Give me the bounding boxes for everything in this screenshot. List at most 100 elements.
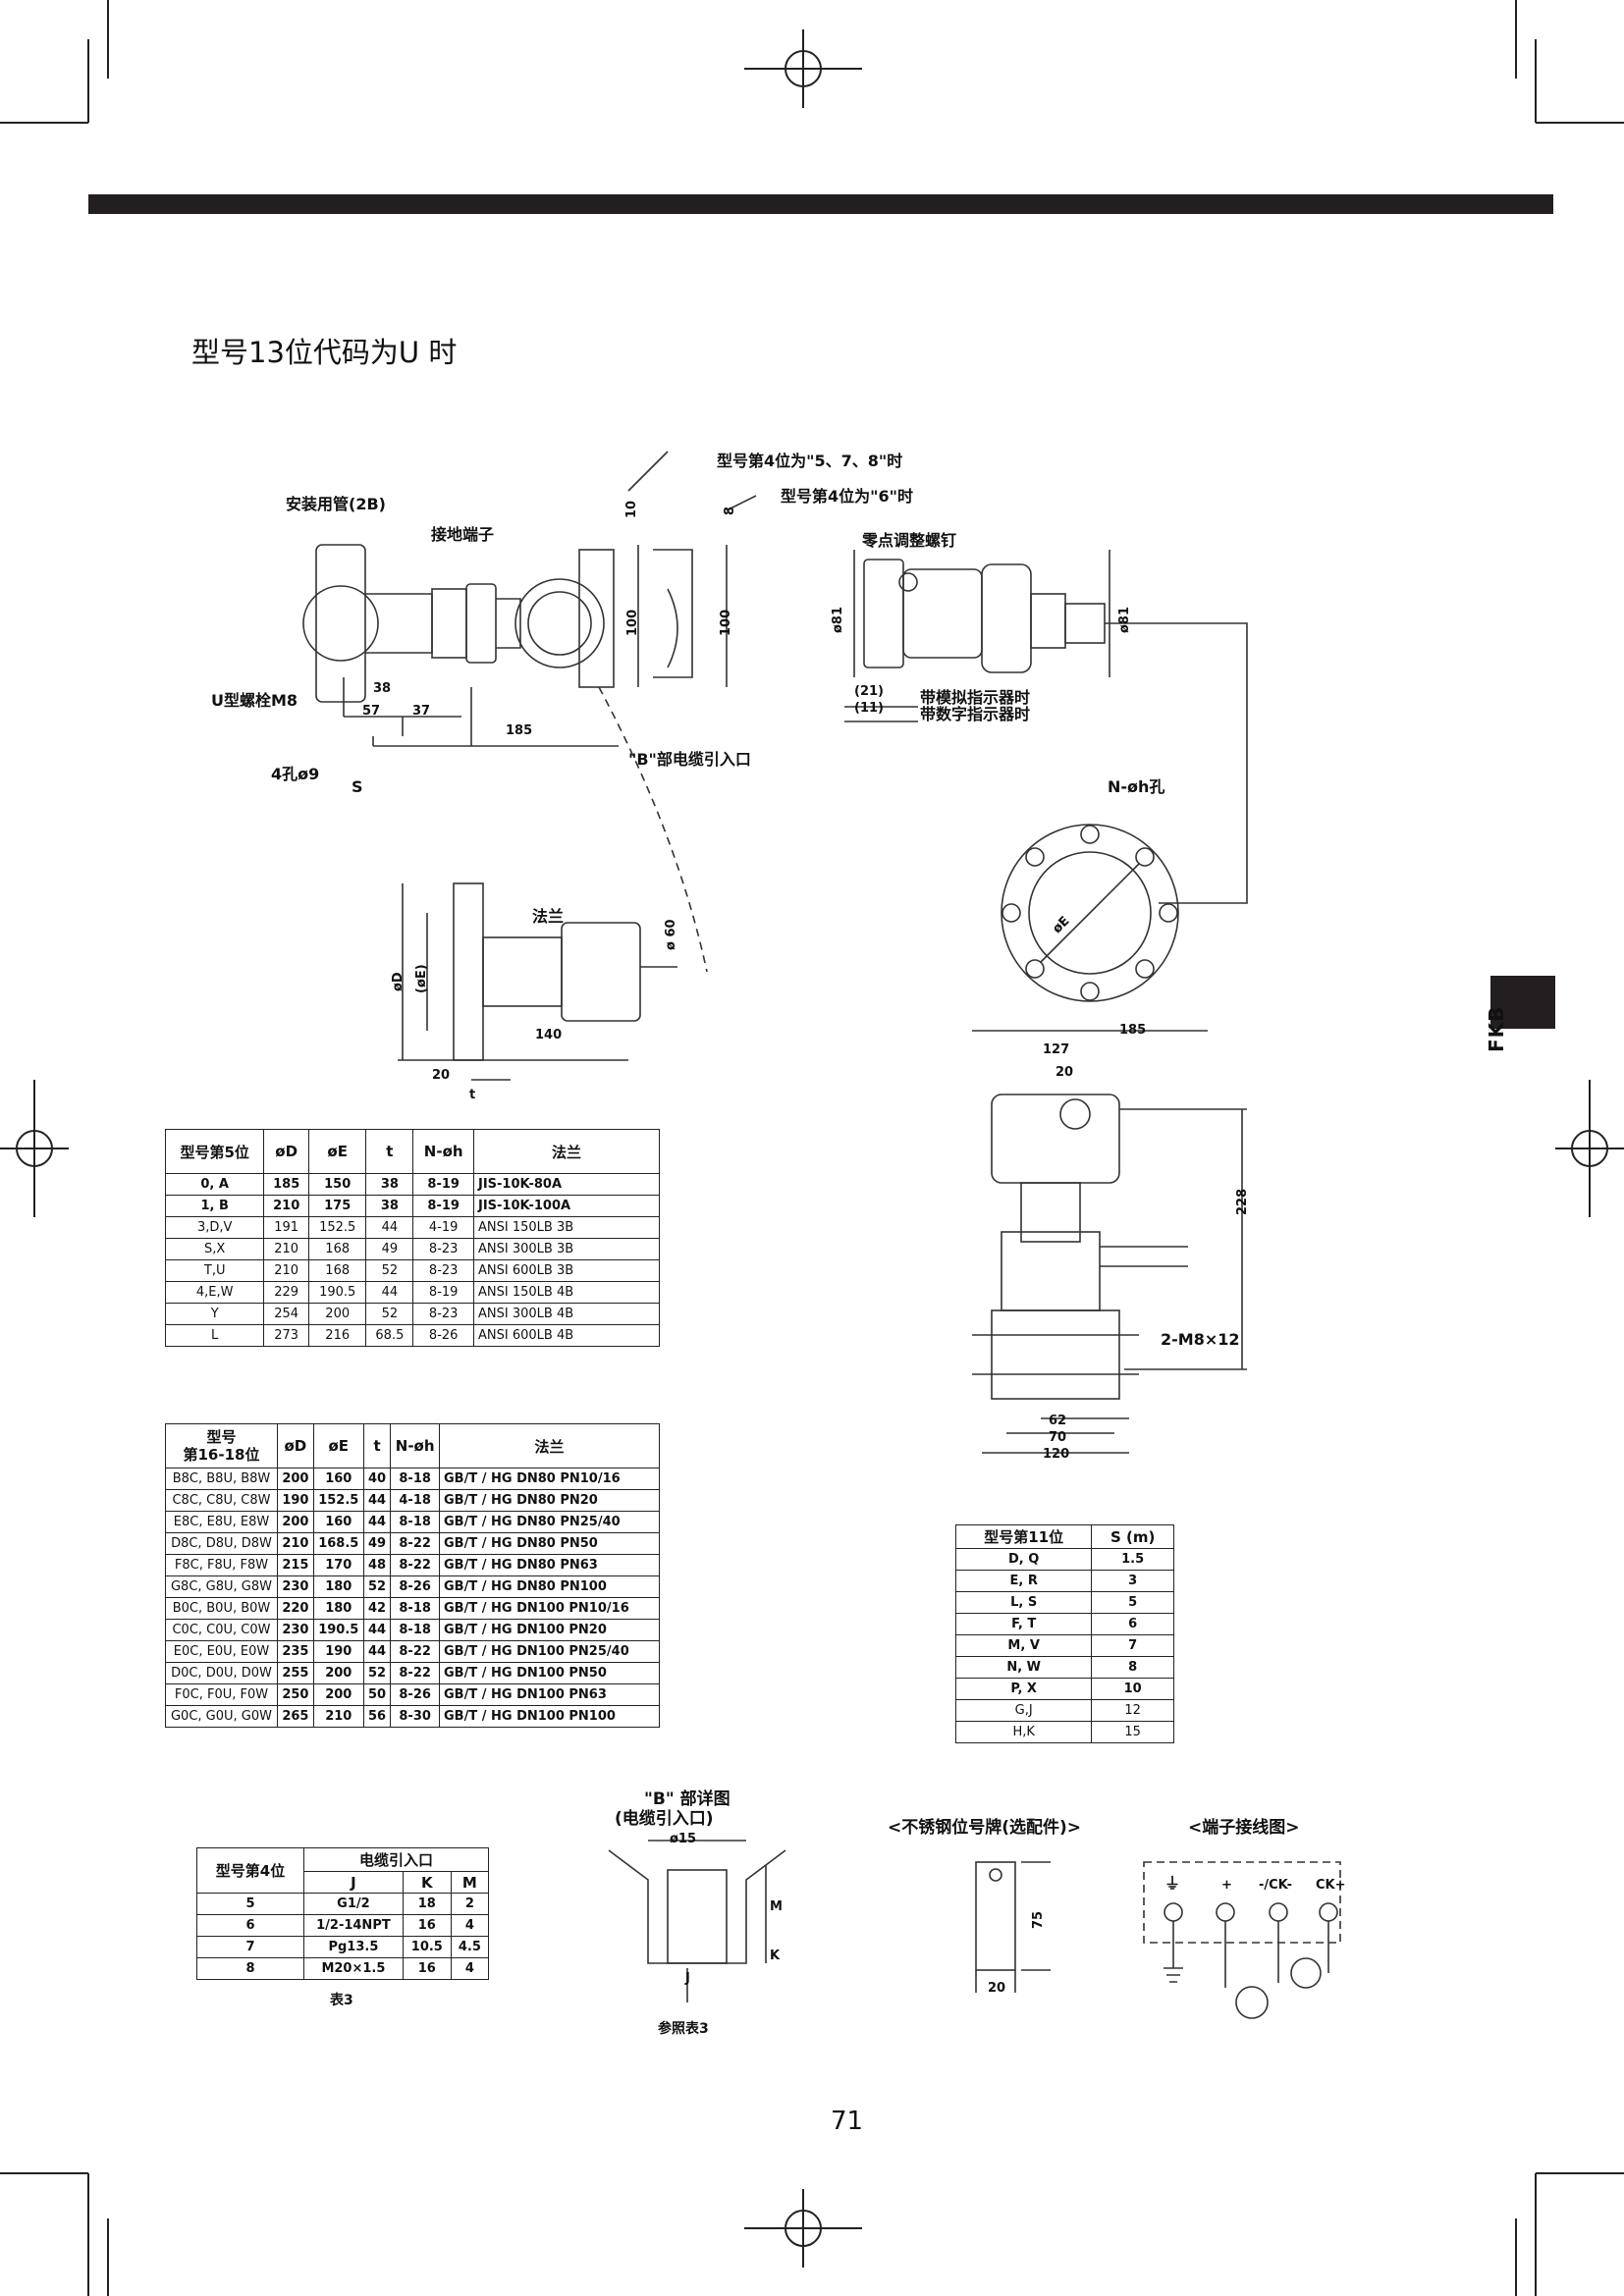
table-cell: 160 <box>312 1468 364 1490</box>
table-cell: 8 <box>1091 1656 1174 1679</box>
table-cell: 4-18 <box>390 1489 440 1512</box>
table-cell: 44 <box>362 1619 392 1641</box>
table-cell: GB/T / HG DN100 PN25/40 <box>439 1640 660 1663</box>
table-cell: 0, A <box>164 1173 265 1196</box>
table-cell: P, X <box>954 1678 1093 1700</box>
dim-phi81a: ø81 <box>831 606 845 633</box>
table-cell: 3,D,V <box>164 1216 265 1239</box>
table-cell: 8-18 <box>390 1597 440 1620</box>
col-header: øE <box>312 1423 364 1468</box>
table-cell: 216 <box>308 1324 367 1347</box>
table-cell: 8-18 <box>390 1511 440 1533</box>
table-cell: E0C, E0U, E0W <box>165 1640 278 1663</box>
col-header: t <box>362 1423 392 1468</box>
table-cell: GB/T / HG DN100 PN63 <box>439 1683 660 1706</box>
dim-bM: M <box>770 1899 783 1914</box>
table-cell: 273 <box>263 1324 310 1347</box>
table-cell: T,U <box>164 1259 265 1282</box>
dim-phi60: ø 60 <box>664 919 678 950</box>
col-header: t <box>365 1129 414 1174</box>
table-cell: 6 <box>196 1914 304 1937</box>
table-cell: 38 <box>365 1173 414 1196</box>
m8x12-label: 2-M8×12 <box>1161 1330 1240 1349</box>
table-cell: 210 <box>263 1195 310 1217</box>
table-cell: JIS-10K-80A <box>473 1173 660 1196</box>
col-header: 型号第5位 <box>164 1129 265 1174</box>
dim-n20: 20 <box>988 1981 1006 1996</box>
table-cell: 230 <box>277 1619 314 1641</box>
table-cell: 3 <box>1091 1570 1174 1592</box>
col-header: øE <box>308 1129 367 1174</box>
col-header-group: 电缆引入口 <box>303 1847 489 1872</box>
table-cell: 200 <box>277 1511 314 1533</box>
table-cell: 210 <box>263 1238 310 1260</box>
table-cell: GB/T / HG DN100 PN100 <box>439 1705 660 1728</box>
dim-20: 20 <box>432 1068 451 1083</box>
table-cell: M20×1.5 <box>303 1957 404 1980</box>
table-cell: 170 <box>312 1554 364 1576</box>
table-cell: 8-22 <box>390 1554 440 1576</box>
table-cell: 8-26 <box>390 1575 440 1598</box>
table-cell: C8C, C8U, C8W <box>165 1489 278 1512</box>
table-cell: GB/T / HG DN100 PN50 <box>439 1662 660 1684</box>
table-header-row: 型号第4位 电缆引入口 <box>196 1847 489 1894</box>
table-cell: ANSI 300LB 4B <box>473 1303 660 1325</box>
terminal-ck-minus: -/CK- <box>1259 1878 1293 1893</box>
table-cell: 8-30 <box>390 1705 440 1728</box>
dim-s120: 120 <box>1043 1447 1070 1462</box>
table-cell: G,J <box>954 1699 1093 1722</box>
table-cell: 4.5 <box>450 1936 490 1958</box>
dim-100a: 100 <box>625 609 640 636</box>
model4-578-label: 型号第4位为"5、7、8"时 <box>717 452 903 470</box>
table-cell: 8-23 <box>412 1259 474 1282</box>
table-cell: 10 <box>1091 1678 1174 1700</box>
col-header: 法兰 <box>439 1423 660 1468</box>
table-cell: 8-22 <box>390 1640 440 1663</box>
table-cell: F, T <box>954 1613 1093 1635</box>
table-cell: 44 <box>365 1281 414 1304</box>
table-cell: 8-26 <box>412 1324 474 1347</box>
col-header: N-øh <box>390 1423 440 1468</box>
table-header-row: 型号第11位 S (m) <box>954 1524 1174 1549</box>
table-cell: GB/T / HG DN80 PN63 <box>439 1554 660 1576</box>
table-cell: 1.5 <box>1091 1548 1174 1571</box>
terminal-plus: + <box>1221 1878 1232 1893</box>
table-cell: F0C, F0U, F0W <box>165 1683 278 1706</box>
table-cell: GB/T / HG DN80 PN50 <box>439 1532 660 1555</box>
table-cell: 235 <box>277 1640 314 1663</box>
terminal-ck-plus: CK+ <box>1316 1878 1346 1893</box>
table3-caption: 表3 <box>330 1993 353 2008</box>
table-cell: 18 <box>402 1893 452 1915</box>
col-header: 型号第4位 <box>196 1847 304 1894</box>
table-header-row: 型号第5位 øD øE t N-øh 法兰 <box>164 1129 660 1174</box>
table-cell: D8C, D8U, D8W <box>165 1532 278 1555</box>
s-label: S <box>352 777 363 796</box>
table-cell: 44 <box>365 1216 414 1239</box>
col-header: M <box>450 1871 490 1894</box>
table-cell: ANSI 150LB 3B <box>473 1216 660 1239</box>
col-header: S (m) <box>1091 1524 1174 1549</box>
table-cell: 229 <box>263 1281 310 1304</box>
table-cell: E8C, E8U, E8W <box>165 1511 278 1533</box>
table-cell: 175 <box>308 1195 367 1217</box>
table-cell: 230 <box>277 1575 314 1598</box>
dim-s228: 228 <box>1235 1188 1250 1215</box>
table-cell: 200 <box>312 1683 364 1706</box>
table-cell: 4 <box>450 1957 490 1980</box>
table-cell: 168 <box>308 1259 367 1282</box>
table-cell: 8 <box>196 1957 304 1980</box>
